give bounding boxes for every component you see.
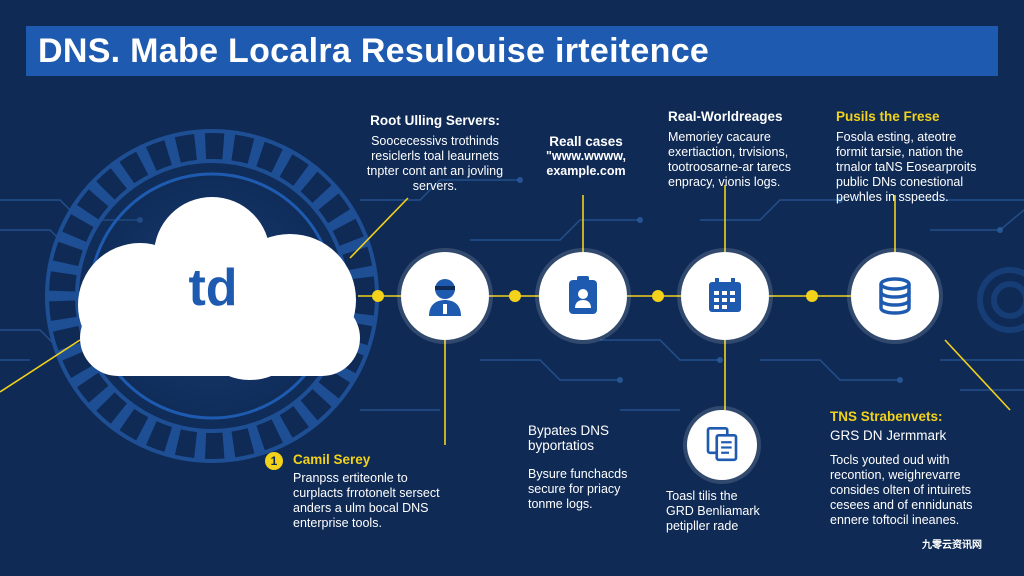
documents-icon [706,426,738,462]
id-badge-icon [569,276,597,314]
text-line: Pranpss ertiteonle to [293,471,408,485]
text-line: secure for priacy [528,482,621,496]
pusils-block: Pusils the Frese Fosola esting, ateotre … [836,109,996,205]
tns-subheading: GRS DN Jermmark [830,428,947,443]
text-line: Fosola esting, ateotre [836,130,957,144]
root-servers-block: Root Ulling Servers: Soocecessivs trothi… [345,113,525,194]
text-line: recontion, weighrevarre [830,468,961,482]
text-line: tootroosarne-ar tarecs [668,160,791,174]
text-line: Tocls youted oud with [830,453,950,467]
watermark: 九零云资讯网 [922,540,982,551]
text-line: GRD Benliamark [666,504,760,518]
bypates-block: Bypates DNS byportatios Bysure funchacds… [528,423,668,512]
text-line: cesees and of ennidunats [830,498,973,512]
root-servers-heading: Root Ulling Servers: [370,113,500,128]
camil-heading: Camil Serey [293,452,371,467]
user-node [401,252,489,340]
text-line: resiclerls toal leaurnets [371,149,499,163]
text-line: public DNs conestional [836,175,964,189]
text-line: enterprise tools. [293,516,382,530]
text-line: pewhles in sspeeds. [836,190,949,204]
user-icon [429,279,461,316]
text-line: servers. [412,179,458,193]
calendar-icon [709,278,741,312]
text-line: Soocecessivs trothinds [371,134,499,148]
real-cases-heading: Reall cases [549,134,623,149]
text-line: consides olten of intuirets [830,483,972,497]
bypates-heading: Bypates DNS [528,423,610,438]
step-number-badge: 1 [265,452,283,470]
real-worldrages-block: Real-Worldreages Memoriey cacaure exerti… [668,109,818,190]
database-node [851,252,939,340]
calendar-node [681,252,769,340]
text-line: Bysure funchacds [528,467,628,481]
text-line: enpracy, vionis logs. [668,175,781,189]
pusils-heading: Pusils the Frese [836,109,940,124]
text-line: Toasl tilis the [666,489,738,503]
text-line: exertiaction, trvisions, [668,145,789,159]
text-line: tonme logs. [528,497,593,511]
text-line: anders a ulm bocal DNS [293,501,429,515]
text-line: formit tarsie, nation the [836,145,964,159]
title-bar: DNS. Mabe Localra Resulouise irteitence [26,26,998,76]
text-line: curplacts frrotonelt sersect [293,486,440,500]
tools-block: Toasl tilis the GRD Benliamark petipller… [666,489,806,534]
text-line: tnpter cont ant an jovling [366,164,504,178]
tns-heading: TNS Strabenvets: [830,409,943,424]
text-line: trnalor taNS Eosearproits [836,160,977,174]
database-icon [879,277,911,315]
bypates-subheading: byportatios [528,438,595,453]
real-worldrages-heading: Real-Worldreages [668,109,783,124]
documents-node [687,410,757,480]
text-line: example.com [546,164,626,178]
real-cases-block: Reall cases "www.wwww, example.com [530,134,642,179]
text-line: ennere toftocil ineanes. [830,513,960,527]
camil-block: Camil Serey Pranpss ertiteonle to curpla… [293,452,483,531]
text-line: "www.wwww, [545,149,626,163]
text-line: petipller rade [666,519,739,533]
id-badge-node [539,252,627,340]
tns-block: TNS Strabenvets: GRS DN Jermmark Tocls y… [830,409,1010,528]
page-title: DNS. Mabe Localra Resulouise irteitence [38,31,710,70]
cloud-label: td [188,259,238,317]
text-line: Memoriey cacaure [668,130,771,144]
cloud-shape [78,197,360,380]
